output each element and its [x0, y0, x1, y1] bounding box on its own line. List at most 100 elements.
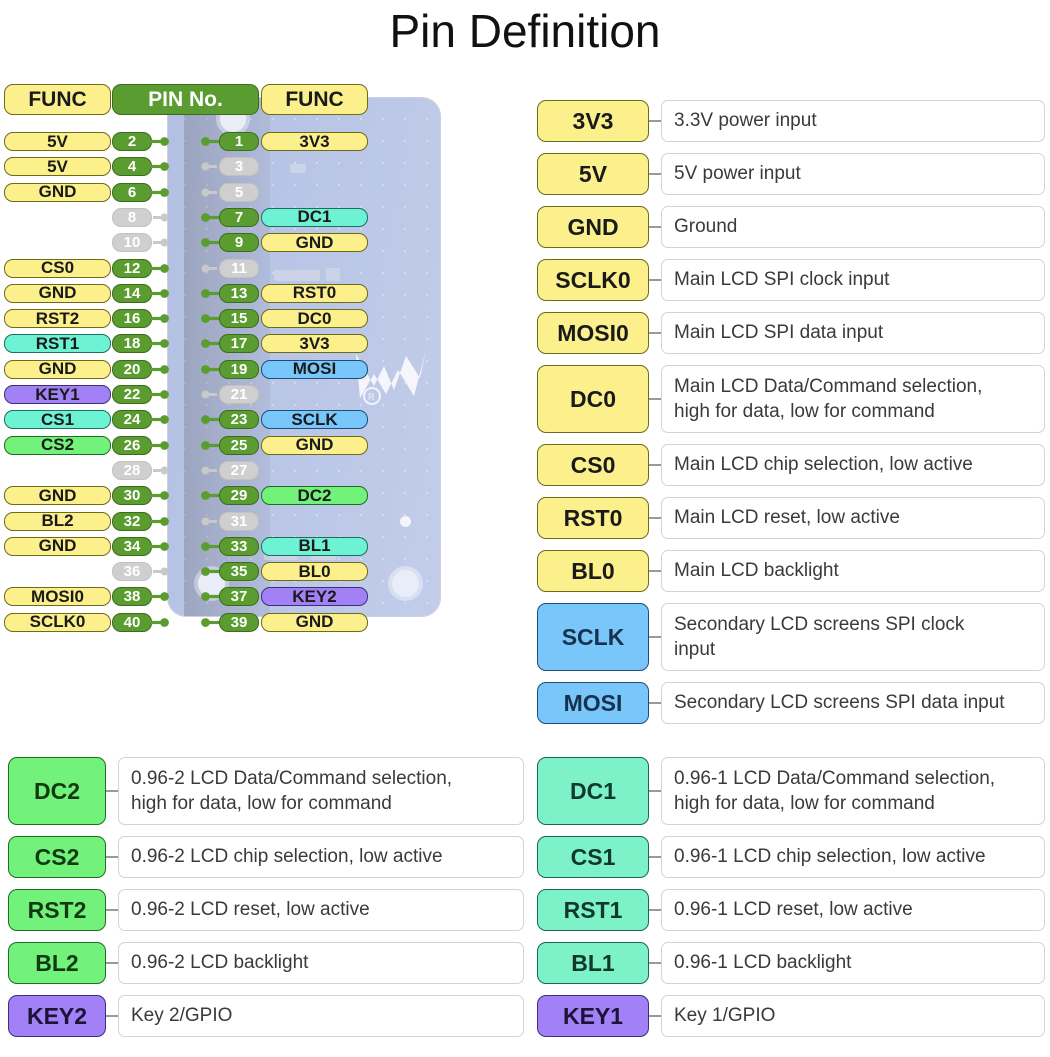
- pin-number-right: 21: [219, 385, 259, 404]
- pin-number-left: 14: [112, 283, 152, 303]
- pin-lead-right-icon: [200, 212, 219, 223]
- legend-pin-badge: DC0: [537, 365, 649, 433]
- pin-lead-left-icon: [151, 541, 170, 552]
- pin-number-left: 34: [112, 536, 152, 556]
- pin-lead-right-icon: [200, 187, 219, 198]
- pin-lead-right-icon: [200, 541, 219, 552]
- pin-lead-right-icon: [200, 338, 219, 349]
- legend-pin-badge: DC1: [537, 757, 649, 825]
- pin-lead-left-icon: [151, 237, 170, 248]
- pin-number-right: 11: [219, 258, 259, 278]
- legend-description: Main LCD backlight: [661, 550, 1045, 592]
- legend-description: Main LCD SPI data input: [661, 312, 1045, 354]
- legend-pin-badge: RST0: [537, 497, 649, 539]
- pin-func-right: GND: [261, 612, 368, 632]
- pcb-mounting-hole: [392, 570, 419, 597]
- pin-number-right: 5: [219, 182, 259, 202]
- legend-description: 0.96-2 LCD reset, low active: [118, 889, 524, 931]
- legend-pin-badge: BL2: [8, 942, 106, 984]
- pin-lead-right-icon: [200, 566, 219, 577]
- pin-lead-right-icon: [200, 414, 219, 425]
- pin-number-right: 25: [219, 435, 259, 455]
- legend-connector-line: [649, 464, 661, 466]
- pin-lead-left-icon: [151, 187, 170, 198]
- legend-description: 0.96-1 LCD chip selection, low active: [661, 836, 1045, 878]
- legend-description: Main LCD chip selection, low active: [661, 444, 1045, 486]
- legend-pin-badge: SCLK: [537, 603, 649, 671]
- legend-pin-badge: MOSI0: [537, 312, 649, 354]
- pin-number-right: 39: [219, 612, 259, 632]
- pin-func-right: 3V3: [261, 334, 368, 354]
- pin-lead-right-icon: [200, 161, 219, 172]
- pin-lead-left-icon: [151, 591, 170, 602]
- pin-func-left: BL2: [4, 511, 111, 531]
- pin-func-left: CS1: [4, 410, 111, 430]
- pin-lead-right-icon: [200, 440, 219, 451]
- pin-func-left: GND: [4, 536, 111, 556]
- pin-number-left: 10: [112, 233, 152, 253]
- legend-description: Main LCD SPI clock input: [661, 259, 1045, 301]
- pin-number-left: 32: [112, 511, 152, 531]
- pin-func-left: GND: [4, 283, 111, 303]
- legend-connector-line: [649, 790, 661, 792]
- pin-lead-left-icon: [151, 263, 170, 274]
- pin-func-left: SCLK0: [4, 612, 111, 632]
- pin-lead-left-icon: [151, 465, 170, 476]
- legend-pin-badge: RST2: [8, 889, 106, 931]
- header-func-left: FUNC: [4, 84, 111, 115]
- legend-row: BL0 Main LCD backlight: [537, 550, 1045, 592]
- pin-number-left: 28: [112, 460, 152, 480]
- pin-lead-left-icon: [151, 440, 170, 451]
- pin-func-right: BL1: [261, 536, 368, 556]
- pin-lead-left-icon: [151, 136, 170, 147]
- pin-number-left: 24: [112, 410, 152, 430]
- pin-func-right: DC1: [261, 207, 368, 227]
- pin-number-right: 19: [219, 359, 259, 379]
- pin-lead-right-icon: [200, 313, 219, 324]
- legend-description: Key 2/GPIO: [118, 995, 524, 1037]
- legend-connector-line: [649, 332, 661, 334]
- pin-number-left: 40: [112, 612, 152, 632]
- legend-description: 5V power input: [661, 153, 1045, 195]
- pin-lead-right-icon: [200, 617, 219, 628]
- pin-func-left: CS2: [4, 435, 111, 455]
- legend-row: MOSI0 Main LCD SPI data input: [537, 312, 1045, 354]
- svg-text:R: R: [368, 392, 375, 402]
- legend-connector-line: [649, 909, 661, 911]
- pin-number-right: 1: [219, 132, 259, 151]
- pin-func-left: RST2: [4, 309, 111, 329]
- legend-pin-badge: BL0: [537, 550, 649, 592]
- pin-func-left: RST1: [4, 334, 111, 354]
- legend-pin-badge: SCLK0: [537, 259, 649, 301]
- legend-connector-line: [649, 517, 661, 519]
- pin-number-right: 29: [219, 486, 259, 506]
- pin-number-left: 18: [112, 334, 152, 354]
- pin-func-right: MOSI: [261, 359, 368, 379]
- pcb-component: [326, 268, 340, 281]
- pin-number-right: 7: [219, 207, 259, 227]
- pin-func-right: RST0: [261, 283, 368, 303]
